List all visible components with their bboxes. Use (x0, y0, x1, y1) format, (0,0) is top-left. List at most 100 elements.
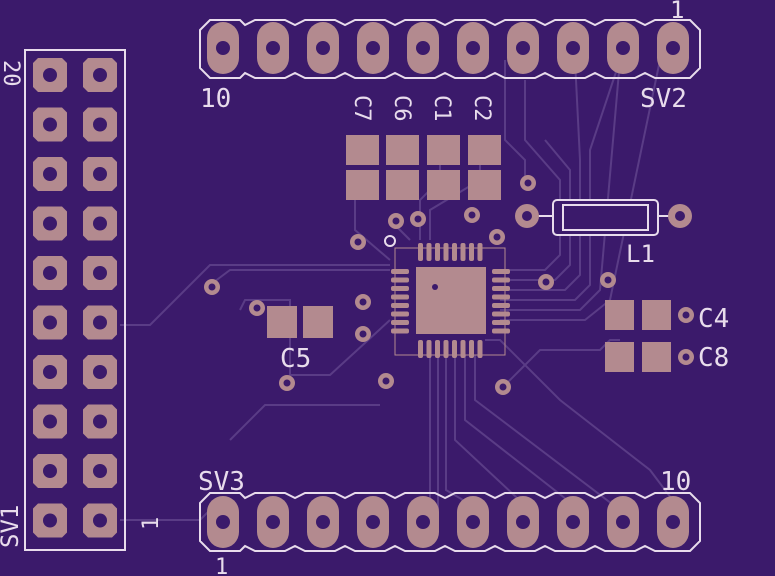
sv1-drill (93, 117, 107, 132)
sv2-drill (416, 41, 430, 55)
via-drill (682, 353, 690, 361)
chip-pad (435, 243, 440, 261)
chip-pad (391, 277, 409, 283)
qfn-chip (391, 243, 510, 358)
via-drill (414, 215, 422, 223)
l1-drill (522, 211, 532, 221)
c6-pad (386, 170, 419, 200)
capacitor-array-top (346, 135, 501, 200)
chip-pad (443, 243, 449, 261)
chip-pad (391, 303, 409, 308)
chip-pad (391, 320, 409, 325)
fiducial-marker (384, 235, 396, 247)
sv1-drill (93, 464, 107, 478)
via-drill (604, 276, 612, 284)
via-drill (253, 304, 261, 312)
sv3-pin-first-label: 1 (215, 555, 228, 576)
sv1-drill (93, 266, 107, 280)
header-sv3-outline (199, 492, 701, 552)
sv3-drill (666, 515, 680, 529)
c8-pad (605, 342, 634, 372)
c8-label: C8 (698, 343, 729, 373)
sv2-drill (616, 41, 630, 55)
sv1-drill (43, 414, 57, 429)
sv1-drill (93, 315, 107, 330)
via-drill (493, 233, 501, 241)
sv1-drill (93, 365, 107, 379)
sv1-pin-last-label: 20 (0, 60, 23, 87)
chip-outline (394, 247, 506, 356)
sv2-drill (266, 41, 280, 55)
chip-pad (443, 340, 449, 358)
sv3-name-label: SV3 (198, 467, 245, 497)
c1-pad (427, 135, 460, 165)
via-drill (682, 311, 690, 319)
sv2-drill (366, 41, 380, 55)
sv2-drill (316, 41, 330, 55)
sv3-drill (216, 515, 230, 529)
chip-pad (452, 340, 457, 358)
sv1-drill (93, 513, 107, 528)
via-drill (468, 211, 476, 219)
sv1-drill (43, 117, 57, 132)
c8-pad (642, 342, 671, 372)
sv1-drill (43, 513, 57, 528)
header-sv3: SV3 1 10 (198, 467, 701, 576)
l1-drill (675, 211, 685, 221)
chip-pad (418, 340, 423, 358)
sv2-name-label: SV2 (640, 84, 687, 114)
sv1-name-label: SV1 (0, 505, 24, 548)
c6-label: C6 (389, 95, 414, 122)
chip-pad (418, 243, 423, 261)
header-sv1-outline (24, 49, 126, 551)
sv1-drill (93, 68, 107, 82)
l1-body (552, 199, 659, 236)
sv3-drill (366, 515, 380, 529)
chip-pad (391, 294, 409, 300)
chip-pad (391, 311, 409, 317)
c5-pad (303, 306, 333, 338)
sv1-pin-first-label: 1 (139, 517, 164, 530)
via-drill (542, 278, 550, 286)
c2-pad (468, 135, 501, 165)
via-drill (359, 330, 367, 338)
c1-pad (427, 170, 460, 200)
via-drill (392, 217, 400, 225)
sv1-drill (93, 414, 107, 429)
chip-pad (469, 243, 474, 261)
chip-pad (492, 294, 510, 300)
via-drill (208, 283, 216, 291)
sv1-drill (93, 216, 107, 231)
sv3-drill (416, 515, 430, 529)
chip-pad (477, 243, 483, 261)
sv2-drill (516, 41, 530, 55)
l1-label: L1 (626, 240, 655, 268)
sv1-drill (43, 167, 57, 181)
chip-pad (492, 269, 510, 274)
sv1-drill (43, 464, 57, 478)
c4-label: C4 (698, 304, 729, 334)
c7-pad (346, 135, 379, 165)
chip-pad (435, 340, 440, 358)
sv2-drill (466, 41, 480, 55)
chip-pad (492, 303, 510, 308)
chip-pad (460, 340, 466, 358)
chip-pad (477, 340, 483, 358)
sv2-pin-last-label: 10 (200, 84, 231, 114)
via-drill (354, 238, 362, 246)
header-sv1: SV1 20 1 (0, 49, 164, 551)
vias (204, 175, 694, 395)
c5-pad (267, 306, 297, 338)
sv2-pin-first-label: 1 (670, 0, 684, 24)
c4-pad (642, 300, 671, 330)
sv1-drill (43, 68, 57, 82)
sv2-drill (566, 41, 580, 55)
header-sv2: SV2 1 10 (199, 0, 701, 114)
capacitor-c5 (267, 306, 333, 338)
chip-pad (492, 320, 510, 325)
chip-pad (391, 328, 409, 334)
c5-label: C5 (280, 344, 311, 374)
sv3-pin-last-label: 10 (660, 467, 691, 497)
chip-thermal-pad (416, 267, 486, 334)
c2-pad (468, 170, 501, 200)
